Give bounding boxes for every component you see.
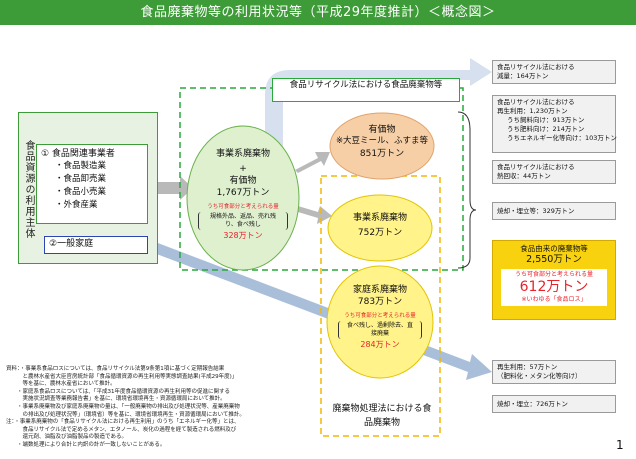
waste-law-label: 廃棄物処理法における食品廃棄物	[330, 400, 434, 432]
household-edible-label: うち可食部分と考えられる量	[344, 313, 416, 319]
valuables-amount: 851万トン	[359, 149, 405, 159]
business-waste-amount: 1,767万トン	[216, 188, 270, 198]
note-line: 等を基に、農林水産省において推計。	[6, 381, 116, 388]
recycling-line: うち肥料向け：214万トン	[507, 125, 585, 133]
business-edible-label: うち可食部分と考えられる量	[207, 204, 279, 210]
business-waste-sub-title: 事業系廃棄物	[352, 213, 407, 223]
page-title: 食品廃棄物等の利用状況等（平成29年度推計）＜概念図＞	[0, 0, 636, 25]
household-waste-text: 家庭系廃棄物 783万トン うち可食部分と考えられる量 食べ残し、過剰除去、直接…	[330, 284, 430, 350]
incineration-box-1: 焼却・埋立等：329万トン	[492, 202, 616, 220]
food-edible-label: うち可食部分と考えられる量	[514, 271, 593, 278]
food-summary-title: 食品由来の廃棄物等	[520, 244, 588, 253]
reduction-line: 食品リサイクル法における	[497, 63, 575, 71]
recycling-box: 食品リサイクル法における 再生利用：1,230万トン うち飼料向け：913万トン…	[492, 95, 617, 153]
entity-to-business-arrow	[155, 176, 193, 200]
recycling-line: 食品リサイクル法における	[497, 98, 575, 106]
heat-recovery-box: 食品リサイクル法における 熱回収：44万トン	[492, 160, 616, 184]
note-line: ・端数処理により合計と内訳の計が一致しないことがある。	[6, 441, 166, 448]
note-line: ・事業系廃棄物及び家庭系廃棄物の量は、「一般廃棄物の排出及び処理状況等、産業廃棄…	[6, 403, 240, 410]
business-waste-subtitle: 有価物	[229, 176, 257, 186]
food-summary-box: 食品由来の廃棄物等 2,550万トン うち可食部分と考えられる量 612万トン …	[492, 240, 616, 320]
note-line: の排出及び処理状況等」（環境省）等を基に、環境省環境再生・資源循環局において推計…	[6, 411, 245, 418]
food-loss-label: ※いわゆる「食品ロス」	[521, 296, 587, 303]
business-entities-box: ① 食品関連事業者 ・食品製造業 ・食品卸売業 ・食品小売業 ・外食産業	[36, 144, 148, 224]
business-waste-ellipse	[186, 125, 300, 271]
note-line: ・家庭系食品ロスについては、「平成31年度食品循環資源の再生利用等の促進に関する	[6, 388, 230, 395]
note-line: と農林水産省大臣官房統計部「食品循環資源の再生利用等実態調査結果(平成29年度)…	[6, 373, 238, 380]
group1-item: ・食品小売業	[55, 187, 107, 197]
incineration-line: 焼却・埋立等：329万トン	[497, 207, 575, 215]
recycling-line: うち飼料向け：913万トン	[507, 116, 585, 124]
note-line: 食品リサイクル法で定めるメタン、エタノール、炭化の過程を経て製造される燃料及び	[6, 426, 237, 433]
recycling-line: 再生利用：1,230万トン	[497, 107, 568, 115]
business-waste-title: 事業系廃棄物	[215, 149, 270, 159]
business-edible-amount: 328万トン	[223, 231, 263, 240]
right-bracket	[457, 111, 477, 269]
household-edible-detail: 食べ残し、過剰除去、直接廃棄	[338, 321, 422, 339]
recycling-line: うちエネルギー化等向け：103万トン	[507, 134, 617, 142]
incineration2-line: 焼却・埋立：726万トン	[497, 400, 568, 408]
note-line: 資料：・事業系食品ロスについては、食品リサイクル法第9条第1項に基づく定期報告結…	[6, 366, 225, 372]
business-waste-sub-amount: 752万トン	[357, 228, 403, 238]
recycling2-line: 再生利用：57万トン	[497, 363, 558, 371]
recycle-law-label: 食品リサイクル法における食品廃棄物等	[272, 78, 460, 102]
entity-label: 食品資源の利用主体	[23, 140, 34, 239]
business-edible-box: うち可食部分と考えられる量 規格外品、返品、売れ残り、食べ残し 328万トン	[196, 204, 290, 241]
reduction-line: 減量：164万トン	[497, 72, 549, 80]
household-waste-title: 家庭系廃棄物	[352, 285, 407, 295]
business-waste-sub-text: 事業系廃棄物 752万トン	[330, 212, 430, 240]
valuables-detail: ※大豆ミール、ふすま等	[335, 136, 429, 146]
source-notes: 資料：・事業系食品ロスについては、食品リサイクル法第9条第1項に基づく定期報告結…	[6, 366, 326, 450]
group1-item: ・食品卸売業	[55, 174, 107, 184]
heat-recovery-line: 食品リサイクル法における	[497, 163, 575, 171]
note-line: 注：・事業系廃棄物の「食品リサイクル法における再生利用」のうち「エネルギー化等」…	[6, 419, 240, 426]
incineration-box-2: 焼却・埋立：726万トン	[492, 395, 616, 413]
group1-item: ・外食産業	[55, 200, 98, 210]
note-line: 実施状況調査等業務報告書」を基に、環境省環境再生・資源循環局において推計。	[6, 396, 226, 403]
business-to-waste-arrow	[298, 206, 332, 224]
recycling-box-2: 再生利用：57万トン （肥料化・メタン化等向け）	[492, 360, 616, 384]
valuables-title: 有価物	[368, 125, 396, 135]
household-waste-amount: 783万トン	[357, 297, 403, 307]
group1-title: ① 食品関連事業者	[41, 149, 115, 159]
group1-item: ・食品製造業	[55, 161, 107, 171]
business-to-valuables-arrow	[295, 152, 330, 173]
recycle-arrow	[265, 58, 492, 150]
business-waste-plus: +	[239, 164, 247, 174]
reduction-box: 食品リサイクル法における 減量：164万トン	[492, 60, 616, 84]
valuables-ellipse	[329, 112, 435, 180]
food-summary-amount: 2,550万トン	[526, 254, 582, 265]
business-waste-text: 事業系廃棄物 + 有価物 1,767万トン	[190, 148, 296, 199]
household-waste-ellipse	[326, 265, 434, 379]
business-waste-sub-ellipse	[327, 194, 433, 262]
page-number: 1	[616, 438, 624, 452]
food-edible-amount: 612万トン	[519, 279, 589, 295]
valuables-text: 有価物 ※大豆ミール、ふすま等 851万トン	[332, 124, 432, 160]
business-edible-detail: 規格外品、返品、売れ残り、食べ残し	[198, 212, 288, 230]
heat-recovery-line: 熱回収：44万トン	[497, 172, 551, 180]
recycling2-line: （肥料化・メタン化等向け）	[497, 372, 582, 380]
household-box: ②一般家庭	[44, 236, 148, 254]
household-edible-amount: 284万トン	[360, 340, 400, 349]
note-line: 還元剤、油脂及び油脂製品の製造である。	[6, 434, 127, 441]
